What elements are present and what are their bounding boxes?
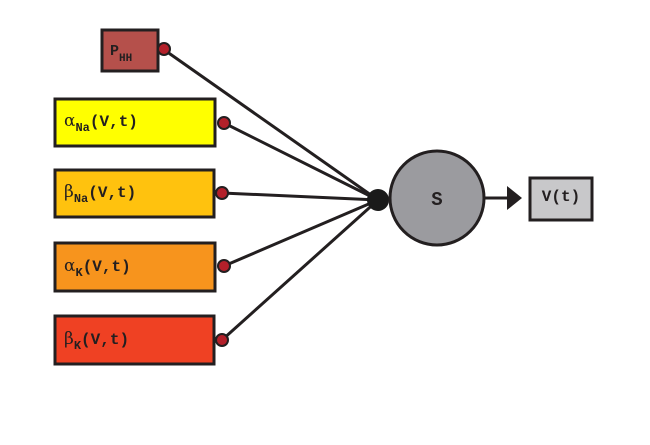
beta-na-sub: Na [74,192,88,206]
phh-sub: HH [119,53,132,65]
beta-k-sub: K [74,339,82,353]
connector-dot-beta-k [215,333,229,347]
input-beta-na: βNa(V,t) [53,168,229,219]
summation-label: S [431,189,442,211]
input-alpha-na: αNa(V,t) [53,97,231,148]
input-label-alpha-na: αNa(V,t) [64,111,138,135]
beta-k-greek: β [64,329,74,349]
input-beta-k: βK(V,t) [53,314,229,366]
line-alpha-k [223,198,379,268]
connection-lines [162,47,380,342]
alpha-k-greek: α [64,256,76,276]
line-beta-k [220,198,380,342]
line-phh [162,47,379,202]
input-label-beta-k: βK(V,t) [64,329,129,353]
input-box-beta-k [53,314,216,366]
connector-dot-beta-na [215,186,229,200]
beta-k-args: (V,t) [81,331,129,349]
output-arrow [484,186,522,210]
alpha-k-args: (V,t) [83,258,131,276]
connector-dot-alpha-na [217,116,231,130]
alpha-k-sub: K [75,266,83,280]
junction-dot [367,189,389,211]
input-box-alpha-na [53,97,217,148]
beta-na-args: (V,t) [88,184,136,202]
connector-dot-alpha-k [217,259,231,273]
input-label-phh: PHH [110,43,132,65]
input-label-alpha-k: αK(V,t) [64,256,131,280]
input-label-beta-na: βNa(V,t) [64,182,136,206]
alpha-na-sub: Na [75,121,89,135]
input-box-beta-na [53,168,216,219]
input-box-alpha-k [53,241,217,293]
output-node: V(t) [528,176,594,222]
phh-base: P [110,43,119,60]
input-alpha-k: αK(V,t) [53,241,231,293]
alpha-na-args: (V,t) [90,113,138,131]
beta-na-greek: β [64,182,74,202]
alpha-na-greek: α [64,111,76,131]
line-alpha-na [223,121,379,202]
line-beta-na [221,191,379,202]
input-phh: PHH [100,28,171,73]
output-box [528,176,594,222]
connector-dot-phh [157,42,171,56]
output-label: V(t) [542,188,580,206]
output-arrow-head [507,186,522,210]
summation-node: S [388,149,486,247]
